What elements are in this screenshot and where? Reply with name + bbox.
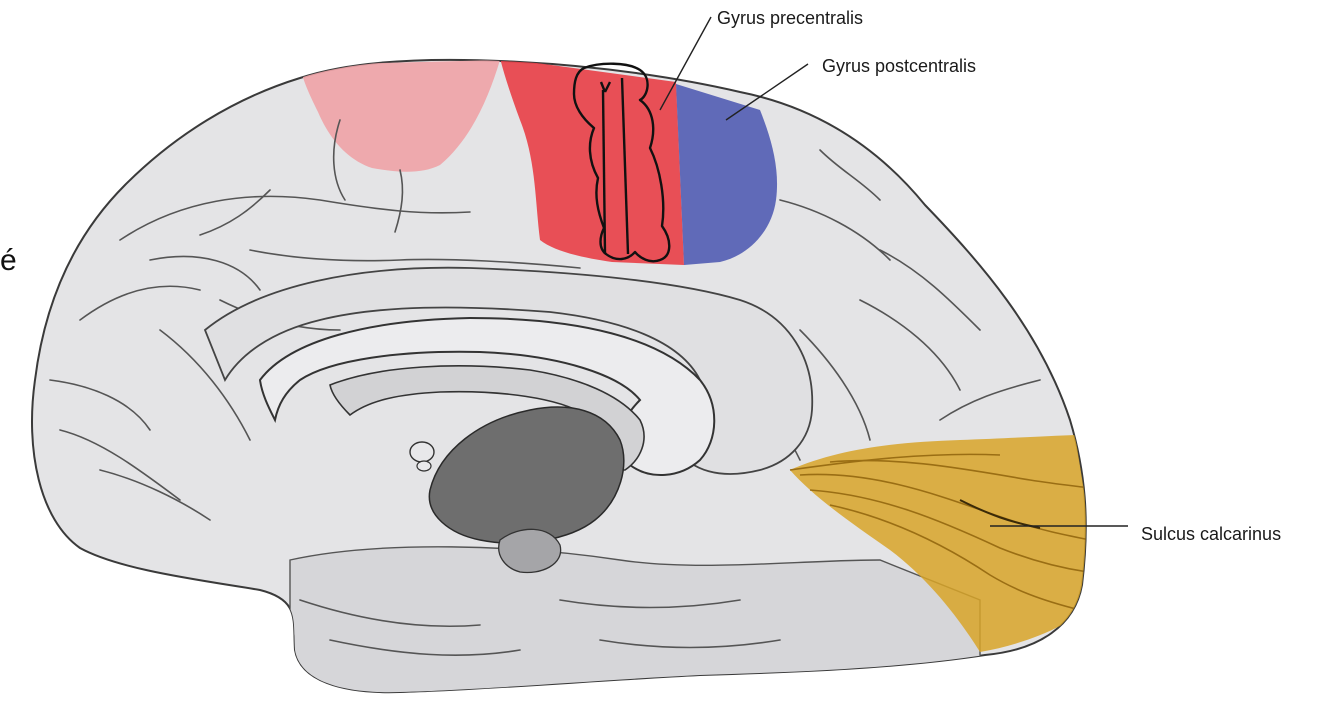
precentral-gyrus-label: Gyrus precentralis	[717, 9, 863, 27]
calcarine-sulcus-label: Sulcus calcarinus	[1141, 525, 1281, 543]
postcentral-gyrus-label: Gyrus postcentralis	[822, 57, 976, 75]
brainstem-region	[290, 547, 980, 700]
hypothalamus	[499, 529, 561, 572]
cropped-edge-text: é	[0, 246, 17, 276]
